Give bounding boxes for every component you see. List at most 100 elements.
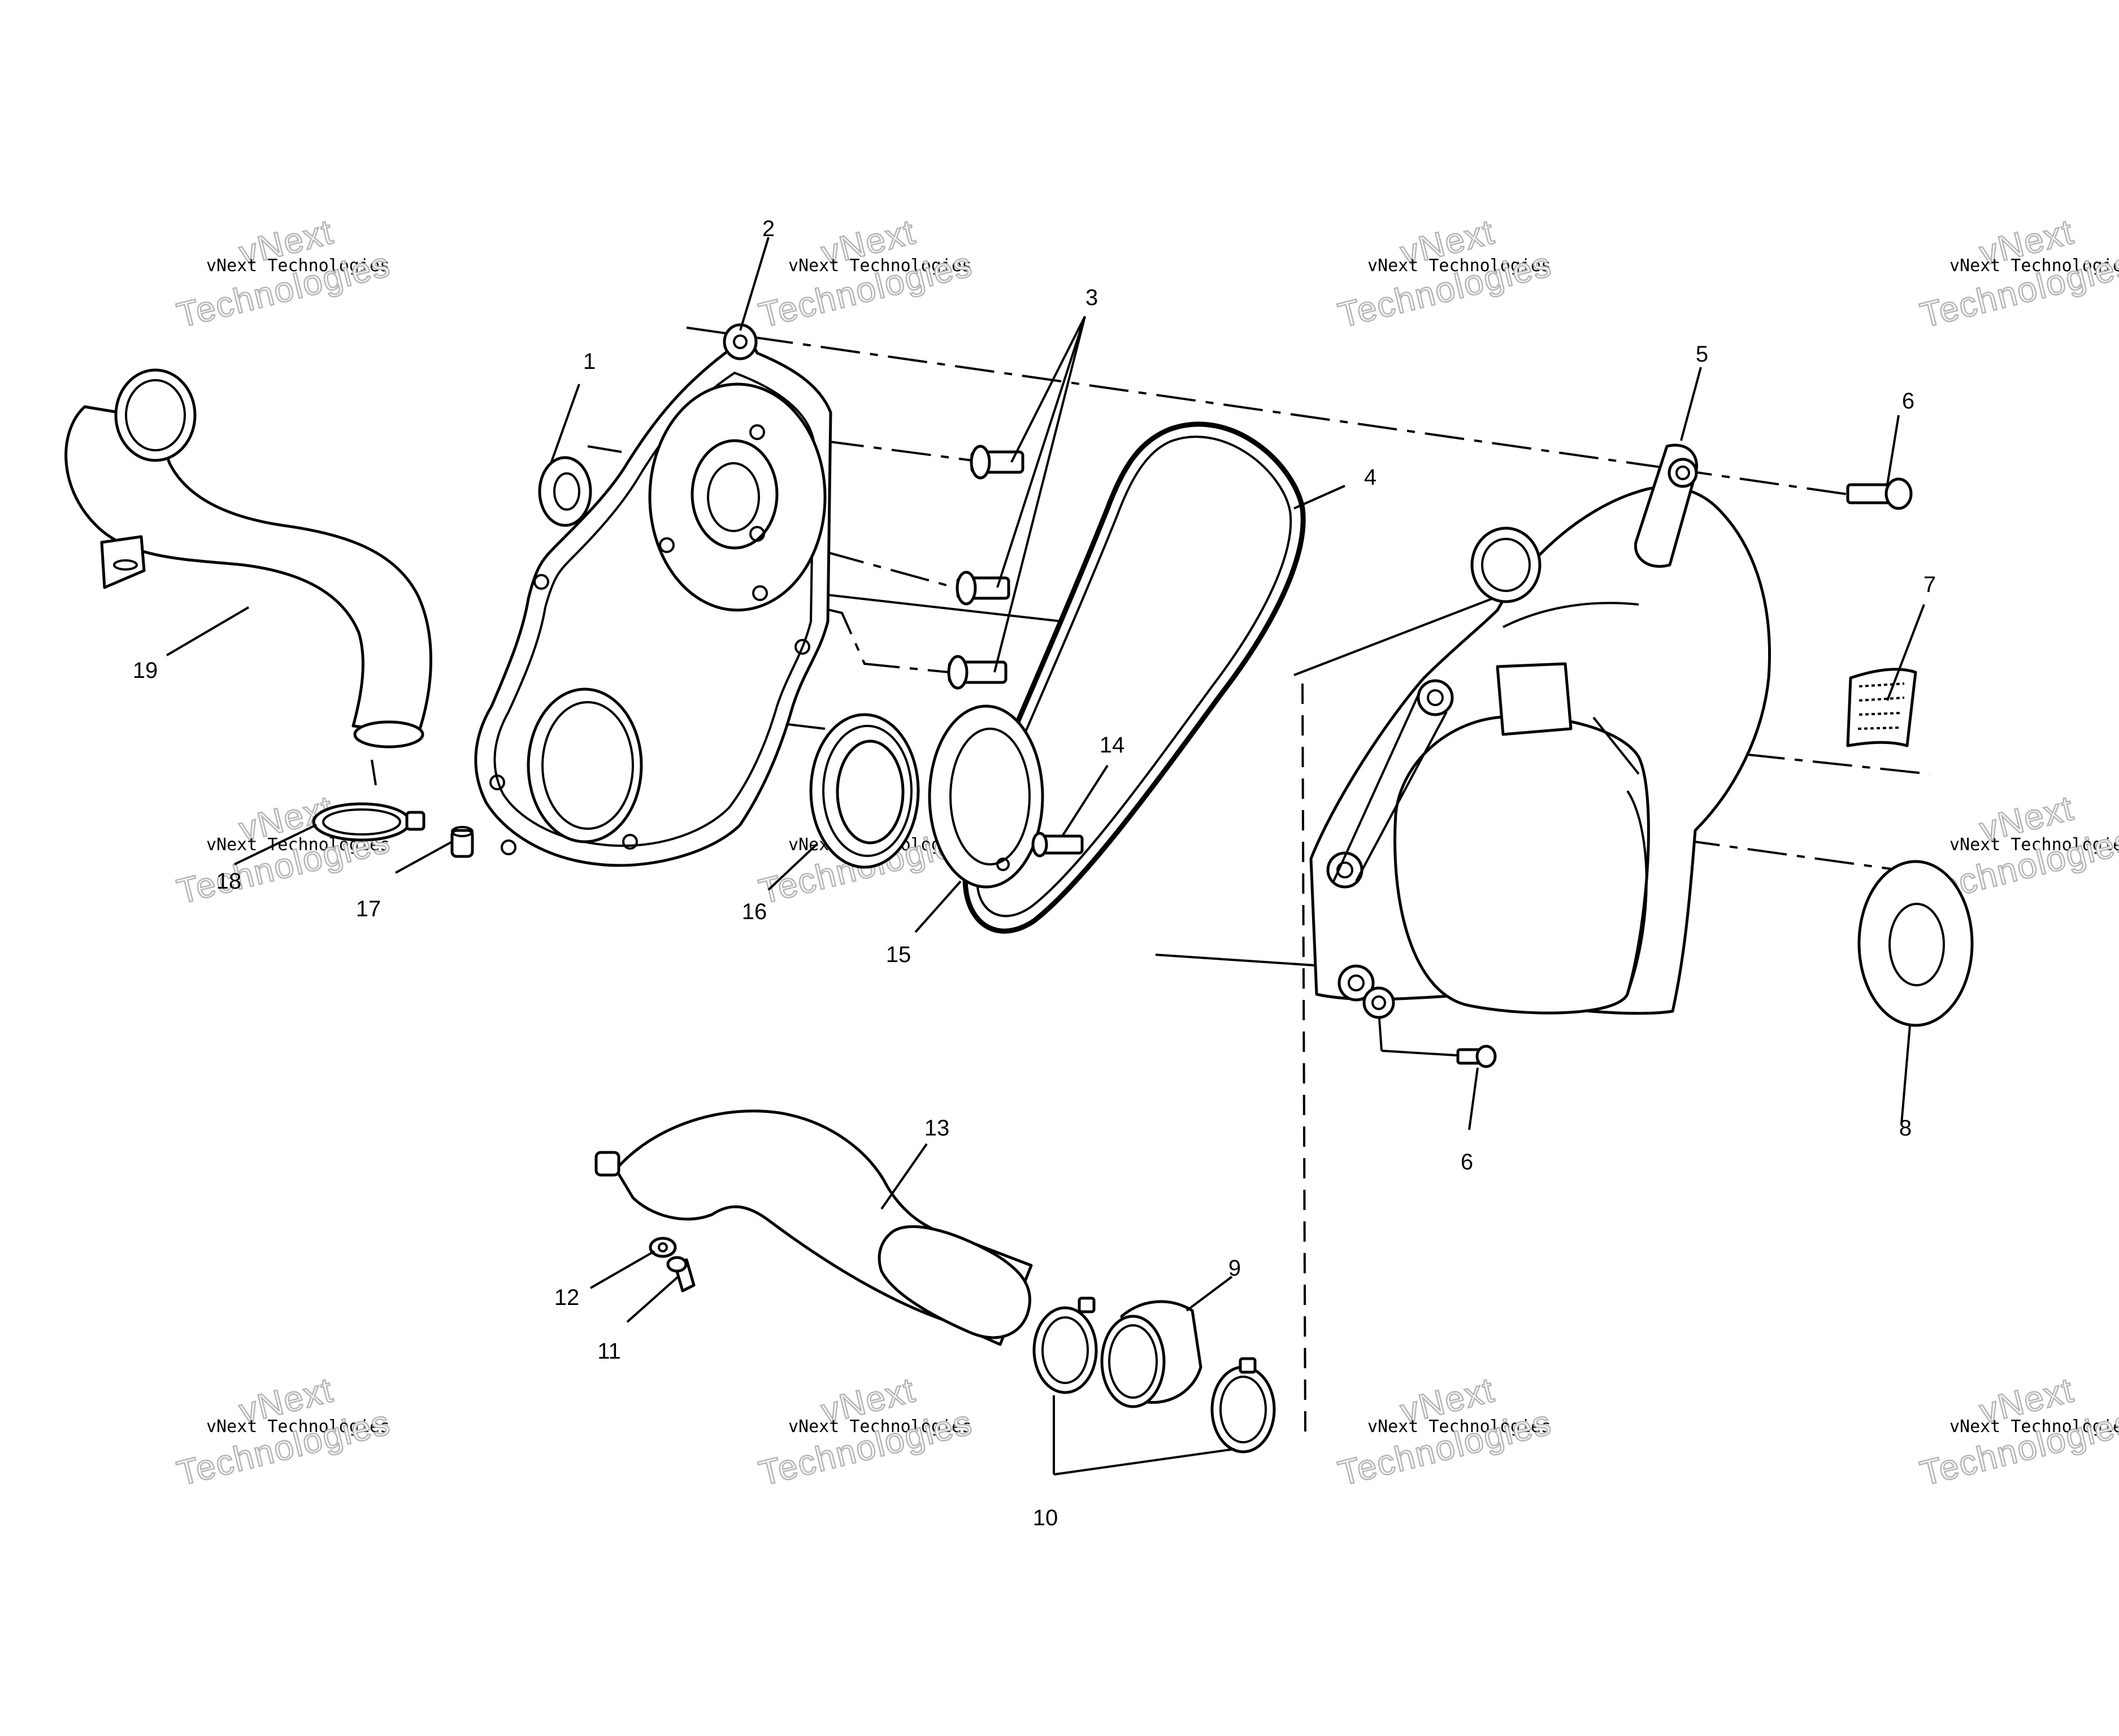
callout-16: 16 xyxy=(742,899,767,924)
part-11-bolt xyxy=(666,1256,696,1293)
callout-6-bottom: 6 xyxy=(1461,1150,1473,1174)
svg-text:vNext Technologies: vNext Technologies xyxy=(788,1417,972,1437)
callout-2: 2 xyxy=(762,216,775,241)
callout-14: 14 xyxy=(1100,733,1125,758)
part-10-clamp-right xyxy=(1210,1357,1276,1454)
leader-17 xyxy=(395,841,453,874)
callout-1: 1 xyxy=(583,349,596,374)
leader-12 xyxy=(590,1250,655,1289)
callout-13: 13 xyxy=(924,1116,950,1141)
axis-line-cover-left xyxy=(1293,598,1492,676)
axis-line-gasket xyxy=(1613,829,1899,871)
duct-13-tab xyxy=(594,1151,620,1177)
leader-lines xyxy=(166,237,1925,1476)
part-16-oil-seal xyxy=(809,713,920,869)
callout-3: 3 xyxy=(1085,285,1098,310)
duct-19-inlet xyxy=(114,368,197,462)
svg-text:vNext Technologies: vNext Technologies xyxy=(1367,256,1551,276)
leader-14 xyxy=(1061,764,1109,837)
watermark-bottom-1: vNext vNext Technologies Technologies xyxy=(172,1370,395,1494)
leader-10b xyxy=(1053,1448,1235,1476)
part-6-screw-bottom xyxy=(1456,1045,1497,1068)
part-19-intake-duct xyxy=(64,368,432,749)
watermark-top-4: vNext vNext Technologies Technologies xyxy=(1916,212,2119,336)
cover-5-mount-c xyxy=(1338,964,1375,1002)
leader-4 xyxy=(1293,485,1345,510)
leader-5 xyxy=(1680,367,1702,441)
svg-text:vNext Technologies: vNext Technologies xyxy=(1949,835,2119,855)
callout-8: 8 xyxy=(1899,1116,1912,1141)
svg-text:vNext Technologies: vNext Technologies xyxy=(1949,256,2119,276)
leader-6a xyxy=(1886,415,1900,485)
part-17-spacer xyxy=(450,826,474,858)
callout-4: 4 xyxy=(1364,465,1377,490)
part-10-clamp-left xyxy=(1032,1296,1098,1394)
part-9-coupler xyxy=(1100,1300,1202,1408)
svg-text:vNext Technologies: vNext Technologies xyxy=(1367,1417,1551,1437)
duct-13-outlet xyxy=(878,1225,1031,1339)
cover-5-mount-d xyxy=(1362,986,1395,1019)
cover-2-lower-opening xyxy=(527,688,643,843)
part-7-decal xyxy=(1846,668,1917,747)
watermark-top-2: vNext vNext Technologies Technologies xyxy=(754,212,977,336)
callout-12: 12 xyxy=(554,1285,580,1310)
watermark-bottom-4: vNext vNext Technologies Technologies xyxy=(1916,1370,2119,1494)
callout-17: 17 xyxy=(356,897,381,921)
callouts: 2 1 3 4 5 6 7 8 6 9 10 11 12 13 14 15 16… xyxy=(133,216,1936,1530)
axis-line-vertical xyxy=(1301,683,1306,1435)
callout-10: 10 xyxy=(1033,1506,1058,1530)
part-2-inner-cover xyxy=(474,323,832,867)
watermark-bottom-2: vNext vNext Technologies Technologies xyxy=(754,1370,977,1494)
leader-2 xyxy=(739,237,770,331)
callout-7: 7 xyxy=(1923,572,1936,597)
leader-1 xyxy=(550,384,580,464)
part-12-nut xyxy=(649,1237,677,1258)
duct-19-outlet xyxy=(353,720,424,749)
cover-2-hub xyxy=(691,439,779,550)
svg-text:vNext Technologies: vNext Technologies xyxy=(788,256,972,276)
svg-text:vNext Technologies: vNext Technologies xyxy=(206,256,390,276)
duct-19-mount-tab xyxy=(100,535,146,589)
svg-text:vNext Technologies: vNext Technologies xyxy=(1949,1417,2119,1437)
callout-18: 18 xyxy=(216,869,242,894)
part-18-hose-clamp xyxy=(312,802,425,842)
axis-line-top xyxy=(686,327,1673,470)
cover-5-window xyxy=(1496,662,1573,736)
callout-15: 15 xyxy=(886,942,911,967)
leader-7 xyxy=(1886,604,1925,701)
watermark-top-1: vNext vNext Technologies Technologies xyxy=(172,212,395,336)
axis-line-washer-1 xyxy=(587,445,622,453)
part-6-screw-top xyxy=(1846,477,1913,510)
leader-3c xyxy=(993,316,1086,673)
svg-text:vNext Technologies: vNext Technologies xyxy=(206,1417,390,1437)
part-4-drive-belt xyxy=(962,421,1306,934)
cover-5-drum xyxy=(1393,715,1650,1015)
cover-5-mount-b xyxy=(1417,679,1454,716)
leader-6b xyxy=(1468,1067,1479,1130)
callout-5: 5 xyxy=(1696,342,1708,367)
watermark-bottom-3: vNext vNext Technologies Technologies xyxy=(1334,1370,1556,1494)
bolt-3a xyxy=(970,445,1024,480)
cover-2-top-ear xyxy=(723,323,758,360)
watermark-top-3: vNext vNext Technologies Technologies xyxy=(1334,212,1556,336)
part-15-pulley xyxy=(928,704,1044,889)
leader-18-up xyxy=(371,759,377,786)
bolt-3c xyxy=(947,655,1008,690)
leader-8 xyxy=(1900,1025,1911,1125)
leader-3b xyxy=(996,316,1086,588)
callout-6-top: 6 xyxy=(1902,389,1914,414)
callout-19: 19 xyxy=(133,658,158,683)
leader-19 xyxy=(166,606,250,656)
axis-line-cover-bottom xyxy=(1155,954,1326,967)
leader-3a xyxy=(1010,316,1086,463)
leader-13 xyxy=(880,1143,928,1210)
part-1-washer xyxy=(538,456,592,527)
part-5-outer-cover xyxy=(1309,443,1771,1019)
part-13-lower-duct xyxy=(594,1110,1033,1346)
leader-15 xyxy=(914,880,962,933)
callout-11: 11 xyxy=(597,1339,621,1364)
leader-11 xyxy=(626,1276,679,1323)
callout-9: 9 xyxy=(1228,1256,1241,1281)
leader-16 xyxy=(767,843,818,891)
